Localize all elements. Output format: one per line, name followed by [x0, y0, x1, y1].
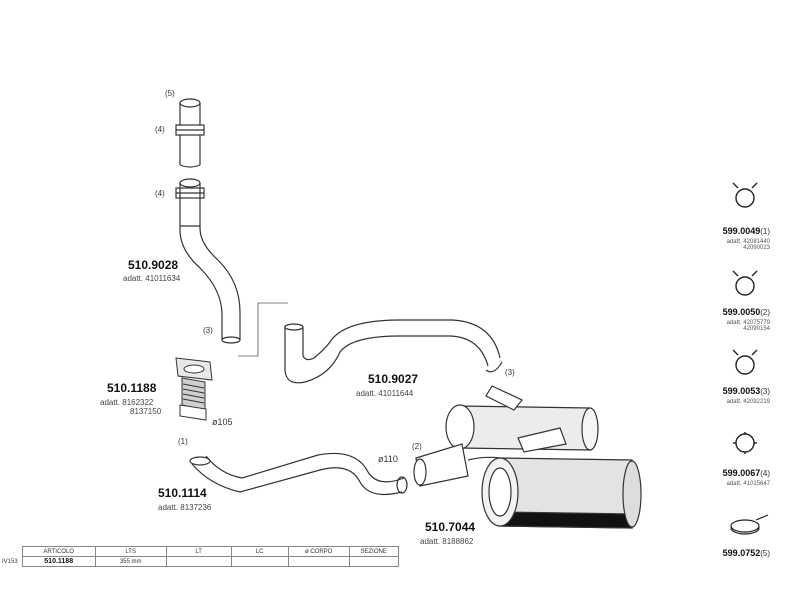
side-part-code: 599.0752 — [722, 548, 761, 558]
spec-header-cell: LC — [230, 546, 289, 557]
side-part-num: (2) — [760, 308, 770, 317]
spec-table-header-row: ARTICOLO LTS LT LC ø CORPO SEZIONE — [0, 546, 399, 557]
part-code: 510.9028 — [128, 258, 179, 272]
spec-header-cell: LT — [165, 546, 232, 557]
clamp-599-0049-icon — [732, 182, 758, 208]
gasket-599-0752-icon — [730, 514, 769, 535]
side-part-adatt: adatt. 42092219 — [726, 399, 770, 405]
clamp-599-0053-icon — [732, 349, 758, 375]
side-part-adatt: 42090154 — [743, 326, 770, 332]
ref-label: (5) — [165, 89, 175, 98]
part-code: 510.9027 — [368, 372, 419, 386]
part-510-7044-drawing — [413, 385, 642, 529]
ref-label: (4) — [155, 125, 165, 134]
part-code: 510.7044 — [425, 520, 476, 534]
part-510-9027-drawing — [284, 319, 503, 384]
part-code: 510.1114 — [158, 486, 207, 500]
connector-line — [238, 302, 288, 357]
spec-table-empty-cell — [0, 547, 22, 557]
spec-cell — [165, 556, 232, 567]
side-part-num: (4) — [760, 469, 770, 478]
side-part-num: (1) — [760, 227, 770, 236]
spec-cell: 510.1188 — [21, 556, 96, 567]
part-510-9028-drawing — [175, 98, 241, 344]
ref-label: (3) — [203, 326, 213, 335]
spec-header-cell: LTS — [94, 546, 167, 557]
spec-cell: 355 mm — [94, 556, 167, 567]
ref-label: (3) — [505, 368, 515, 377]
side-part-adatt: adatt. 42075779 — [726, 320, 770, 326]
side-part-adatt: adatt. 42081440 — [726, 239, 770, 245]
side-part-code: 599.0049 — [722, 226, 761, 236]
part-adatt: adatt. 8162322 — [100, 398, 154, 407]
side-part-code: 599.0050 — [722, 307, 761, 317]
diameter-label: ø110 — [378, 454, 398, 464]
spec-header-cell: ARTICOLO — [21, 546, 96, 557]
spec-cell — [230, 556, 289, 567]
spec-header-cell: SEZIONE — [348, 546, 399, 557]
side-part-adatt: 42090023 — [743, 245, 770, 251]
spec-cell — [287, 556, 350, 567]
side-part-num: (3) — [760, 387, 770, 396]
diameter-label: ø105 — [212, 417, 233, 427]
side-part-num: (5) — [760, 549, 770, 558]
part-adatt: adatt. 41011634 — [123, 274, 181, 283]
clamp-599-0050-icon — [732, 270, 758, 296]
side-part-code: 599.0053 — [722, 386, 761, 396]
ref-label: (1) — [178, 437, 188, 446]
part-adatt: adatt. 8137236 — [158, 503, 212, 512]
ref-label: (4) — [155, 189, 165, 198]
spec-table: ARTICOLO LTS LT LC ø CORPO SEZIONE IV153… — [0, 546, 399, 567]
part-510-1114-drawing — [189, 452, 408, 495]
side-part-adatt: adatt. 41015647 — [726, 481, 770, 487]
part-510-1188-drawing — [175, 357, 213, 421]
side-part-code: 599.0067 — [722, 468, 761, 478]
clamp-599-0067-icon — [733, 432, 757, 454]
table-row: IV153 510.1188 355 mm — [0, 556, 399, 567]
ref-label: (2) — [412, 442, 422, 451]
part-adatt: adatt. 8188862 — [420, 537, 474, 546]
spec-cell — [348, 556, 399, 567]
spec-header-cell: ø CORPO — [287, 546, 350, 557]
part-adatt: 8137150 — [130, 407, 162, 416]
spec-row-label: IV153 — [2, 558, 18, 565]
part-adatt: adatt. 41011644 — [356, 389, 414, 398]
part-code: 510.1188 — [107, 381, 157, 395]
